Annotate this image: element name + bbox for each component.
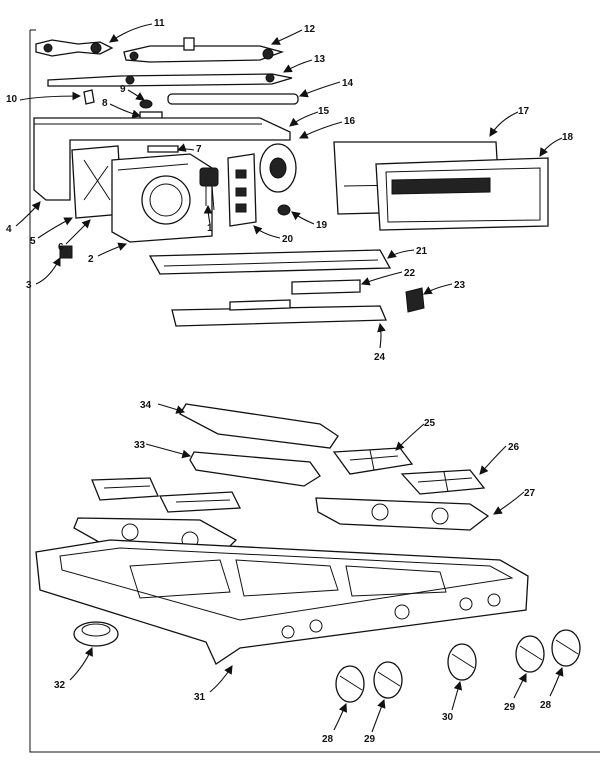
part-burner-pan-right (315, 497, 490, 531)
callout-23: 23 (454, 280, 466, 291)
part-burner-grate-left-center (158, 491, 242, 513)
callout-5: 5 (30, 236, 36, 247)
part-backguard-trim (375, 157, 549, 231)
callout-knob-29-left: 29 (364, 734, 376, 745)
callout-24: 24 (374, 352, 386, 363)
part-knob-1 (335, 665, 365, 703)
part-front-rail (148, 249, 392, 275)
part-manifold-lower (47, 73, 293, 87)
callout-16: 16 (344, 116, 356, 127)
callout-knob-30: 30 (442, 712, 454, 723)
callout-9: 9 (120, 84, 126, 95)
diagram-frame (29, 29, 600, 753)
callout-18: 18 (562, 132, 574, 143)
part-small-knob (277, 204, 291, 216)
part-cooktop-frame (35, 539, 529, 665)
callout-13: 13 (314, 54, 326, 65)
part-knob-3 (447, 643, 477, 681)
part-burner-grate-left-rear (91, 477, 159, 501)
callout-1: 1 (207, 223, 213, 234)
part-lower-rail (171, 299, 387, 327)
callout-19: 19 (316, 220, 328, 231)
part-drip-cup (73, 621, 119, 647)
callout-4: 4 (6, 224, 12, 235)
callout-25: 25 (424, 418, 436, 429)
callout-33: 33 (134, 440, 146, 451)
callout-31: 31 (194, 692, 206, 703)
part-end-clip (405, 287, 425, 313)
part-valve-assembly (35, 39, 114, 57)
part-rear-panel (33, 117, 291, 201)
callout-3: 3 (26, 280, 32, 291)
callout-17: 17 (518, 106, 530, 117)
callout-15: 15 (318, 106, 330, 117)
part-control-panel (111, 153, 213, 243)
callout-knob-28-right: 28 (540, 700, 552, 711)
callout-10: 10 (6, 94, 18, 105)
callout-knob-29-right: 29 (504, 702, 516, 713)
part-burner-grate-right-rear (332, 447, 414, 475)
part-griddle-plate (189, 451, 321, 487)
part-spring-clip (147, 145, 179, 153)
part-grommet (139, 99, 153, 109)
callout-6: 6 (58, 242, 64, 253)
part-griddle-cover (179, 403, 339, 449)
part-knob-5 (551, 629, 581, 667)
callout-21: 21 (416, 246, 428, 257)
part-ignition-switch (199, 167, 219, 211)
part-knob-4 (515, 635, 545, 673)
part-clip (83, 89, 95, 105)
callout-11: 11 (154, 18, 165, 29)
callout-14: 14 (342, 78, 354, 89)
part-tube (167, 93, 299, 105)
callout-7: 7 (196, 144, 202, 155)
part-terminal-board (227, 153, 257, 227)
callout-12: 12 (304, 24, 316, 35)
part-mount-bracket (59, 245, 73, 259)
callout-8: 8 (102, 98, 108, 109)
part-rail-bracket (291, 279, 361, 295)
callout-34: 34 (140, 400, 152, 411)
callout-22: 22 (404, 268, 416, 279)
leader-lines (15, 23, 564, 733)
part-burner-grate-right-side (400, 469, 486, 495)
callout-20: 20 (282, 234, 294, 245)
part-knob-2 (373, 661, 403, 699)
callout-26: 26 (508, 442, 520, 453)
callout-32: 32 (54, 680, 66, 691)
callout-knob-28-left: 28 (322, 734, 334, 745)
callout-2: 2 (88, 254, 94, 265)
part-manifold-upper (123, 37, 285, 63)
part-clock-dial (259, 143, 297, 193)
callout-27: 27 (524, 488, 536, 499)
